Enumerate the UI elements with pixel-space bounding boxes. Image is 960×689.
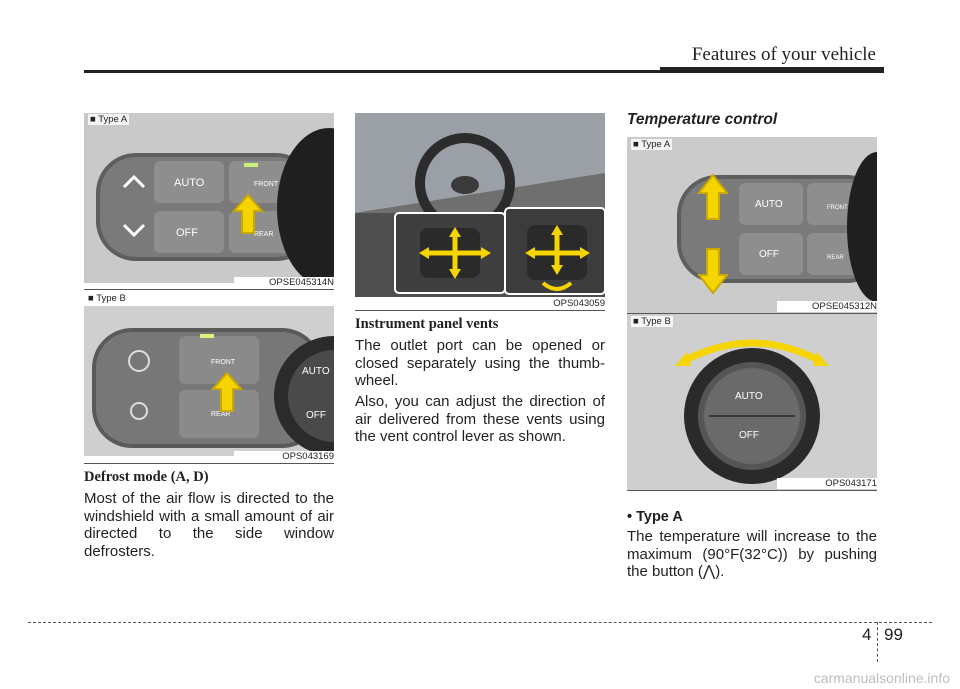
climate-panel-type-a-illustration: AUTO OFF FRONT REAR [84, 113, 334, 283]
off-label: OFF [176, 227, 198, 239]
off-label-c: OFF [759, 249, 779, 260]
header-rule [84, 70, 884, 73]
dashboard-vents-illustration [355, 113, 605, 297]
figure-code: OPSE045314N [234, 277, 334, 288]
caption-rule [627, 313, 877, 314]
rear-label: REAR [254, 231, 273, 238]
running-header: Features of your vehicle [691, 44, 876, 65]
figure-instrument-panel-vents [355, 113, 605, 297]
figure-type-b-tag: ■ Type B [631, 316, 673, 327]
figure-type-a-tag-overlay: ■ Type A [88, 114, 130, 125]
footer-separator [877, 622, 878, 662]
figure-code: OPS043171 [777, 478, 877, 489]
figure-code: OPS043169 [234, 451, 334, 462]
rear-label-c: REAR [827, 255, 844, 261]
figure-temperature-type-b: AUTO OFF [627, 314, 877, 490]
figure-type-a-tag: ■ Type A [631, 139, 673, 150]
climate-panel-type-b-illustration: FRONT REAR AUTO OFF [84, 306, 334, 456]
front-label-c: FRONT [827, 205, 848, 211]
front-label: FRONT [254, 181, 279, 188]
vents-body-paragraph-1: The outlet port can be opened or closed … [355, 337, 605, 389]
figure-type-b-tag: ■ Type B [88, 293, 126, 304]
off-label-b: OFF [306, 410, 326, 421]
caption-rule [84, 463, 334, 464]
defrost-body-text: Most of the air flow is directed to the … [84, 490, 334, 560]
off-label-d: OFF [739, 430, 759, 441]
section-heading-vents: Instrument panel vents [355, 316, 499, 332]
rear-label-b: REAR [211, 411, 230, 418]
caption-rule [355, 310, 605, 311]
figure-temperature-type-a: AUTO OFF FRONT REAR [627, 137, 877, 313]
caption-rule [84, 289, 334, 290]
figure-code: OPS043059 [505, 298, 605, 309]
section-heading-temperature: Temperature control [627, 111, 778, 128]
temperature-panel-type-a-illustration: AUTO OFF FRONT REAR [627, 137, 877, 313]
chapter-number: 4 [862, 625, 872, 644]
auto-label: AUTO [174, 177, 205, 189]
section-heading-defrost: Defrost mode (A, D) [84, 469, 209, 485]
figure-defrost-type-b: FRONT REAR AUTO OFF [84, 306, 334, 456]
vents-body-paragraph-2: Also, you can adjust the direction of ai… [355, 393, 605, 445]
figure-code: OPSE045312N [777, 301, 877, 312]
front-label-b: FRONT [211, 359, 236, 366]
auto-label-d: AUTO [735, 391, 763, 402]
page-number: 99 [884, 625, 903, 644]
auto-label-b: AUTO [302, 366, 330, 377]
caption-rule [627, 490, 877, 491]
header-rule-accent [660, 67, 884, 73]
watermark: carmanualsonline.info [813, 670, 950, 686]
type-a-bullet: • Type A [627, 509, 683, 525]
temperature-dial-type-b-illustration: AUTO OFF [627, 314, 877, 490]
temperature-body-text: The temperature will increase to the max… [627, 528, 877, 580]
auto-label-c: AUTO [755, 199, 783, 210]
figure-defrost-type-a: AUTO OFF FRONT REAR [84, 113, 334, 283]
footer-rule [28, 622, 932, 623]
